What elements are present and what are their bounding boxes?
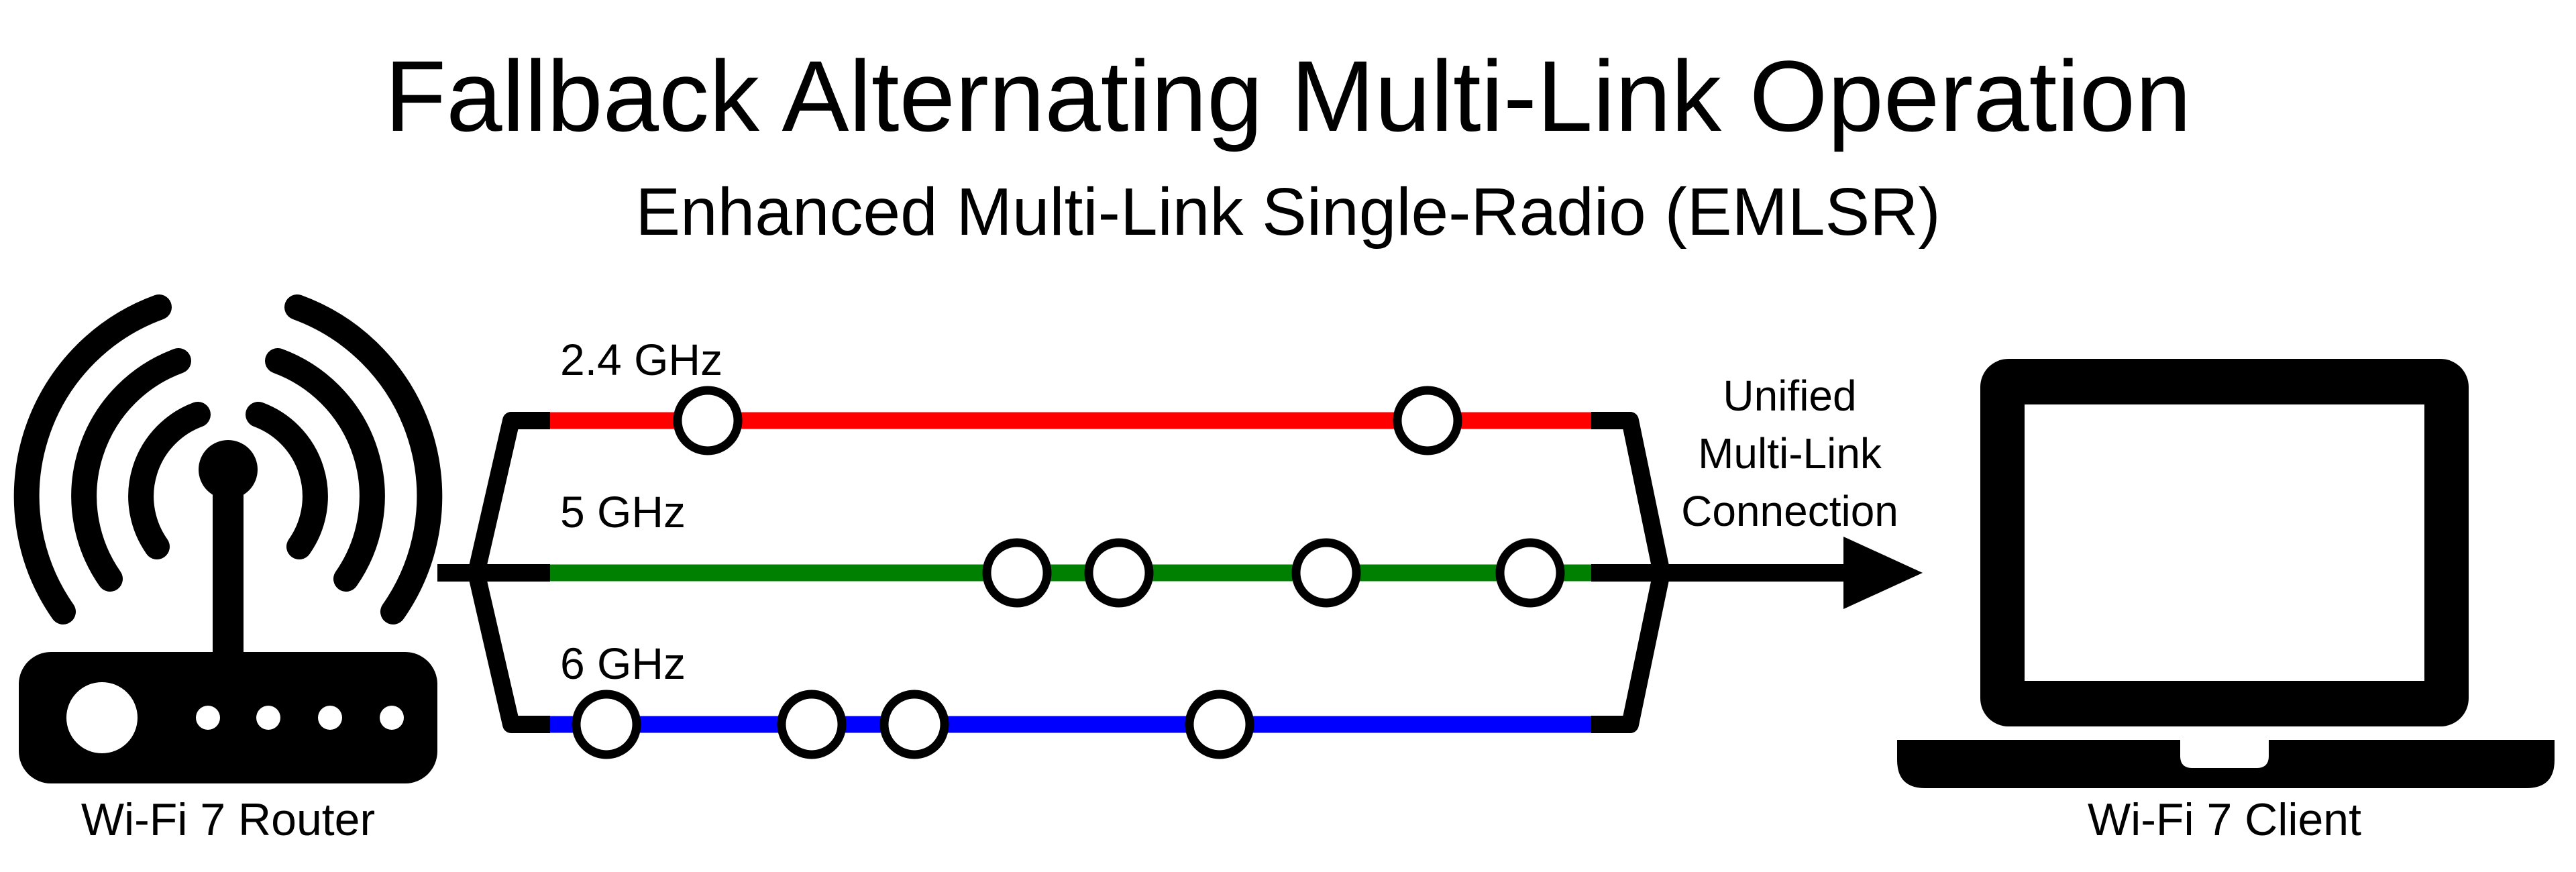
unified-connection-label: Unified Multi-Link Connection bbox=[1681, 372, 1898, 535]
unified-label-line3: Connection bbox=[1681, 487, 1898, 535]
packet-circle bbox=[1495, 538, 1565, 608]
link-2-4ghz: 2.4 GHz bbox=[550, 335, 1591, 455]
packet-circle bbox=[1084, 538, 1154, 608]
laptop-base-notch bbox=[2180, 740, 2269, 768]
left-fork-bracket bbox=[437, 412, 550, 733]
antenna-mast bbox=[213, 470, 244, 671]
packet-circle bbox=[1185, 690, 1254, 759]
link-6ghz: 6 GHz bbox=[550, 639, 1591, 759]
page-subtitle: Enhanced Multi-Link Single-Radio (EMLSR) bbox=[635, 174, 1940, 250]
packet-circle bbox=[1393, 386, 1462, 455]
packet-circle bbox=[982, 538, 1052, 608]
wifi-signal-arcs-left bbox=[13, 294, 211, 624]
router-label: Wi-Fi 7 Router bbox=[81, 794, 375, 845]
packet-circle bbox=[777, 690, 847, 759]
page-title: Fallback Alternating Multi-Link Operatio… bbox=[385, 40, 2192, 152]
unified-label-line1: Unified bbox=[1723, 372, 1856, 420]
link-2-4ghz-packets bbox=[673, 386, 1462, 455]
packet-circle bbox=[572, 690, 641, 759]
router-status-leds bbox=[196, 706, 404, 730]
link-5ghz-packets bbox=[982, 538, 1565, 608]
packet-circle bbox=[673, 386, 743, 455]
band-label-5ghz: 5 GHz bbox=[560, 487, 686, 537]
laptop-icon bbox=[1897, 359, 2555, 788]
unified-arrow-head bbox=[1843, 537, 1923, 609]
client-label: Wi-Fi 7 Client bbox=[2088, 794, 2361, 845]
band-label-2-4ghz: 2.4 GHz bbox=[560, 335, 722, 384]
right-merge-bracket bbox=[1591, 412, 1670, 733]
wifi-router-icon bbox=[13, 294, 443, 783]
laptop-screen bbox=[2025, 404, 2424, 681]
packet-circle bbox=[879, 690, 949, 759]
router-body bbox=[19, 652, 437, 783]
wifi-signal-arcs-right bbox=[246, 294, 443, 624]
unified-label-line2: Multi-Link bbox=[1698, 429, 1882, 478]
link-6ghz-packets bbox=[572, 690, 1254, 759]
band-label-6ghz: 6 GHz bbox=[560, 639, 686, 688]
router-power-led bbox=[66, 682, 138, 753]
packet-circle bbox=[1291, 538, 1361, 608]
link-5ghz: 5 GHz bbox=[550, 487, 1591, 608]
